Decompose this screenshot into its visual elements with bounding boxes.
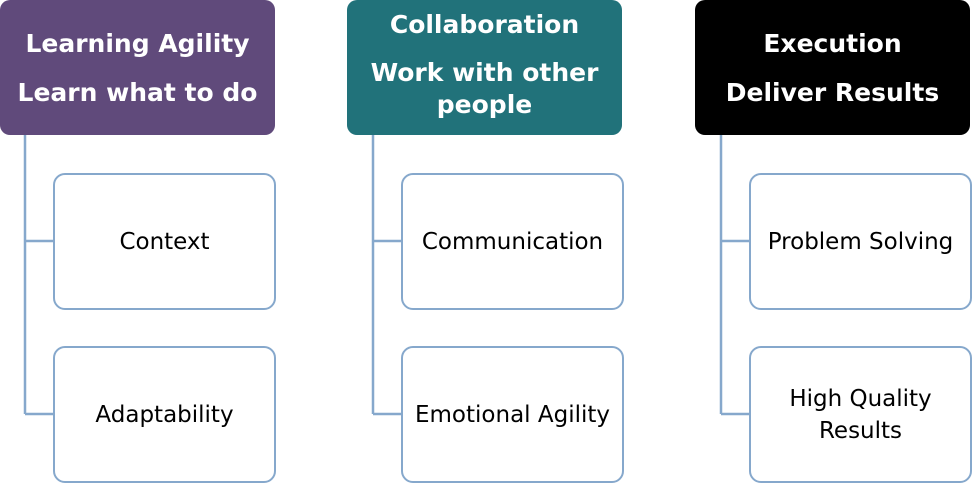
box-communication: Communication: [401, 173, 624, 310]
header-subtitle: Learn what to do: [17, 77, 258, 107]
box-label: High Quality Results: [789, 385, 932, 444]
header-title: Learning Agility: [25, 28, 250, 58]
box-label: Adaptability: [95, 401, 234, 428]
header-learning-agility: Learning Agility Learn what to do: [0, 0, 275, 135]
box-label: Communication: [421, 228, 604, 255]
box-problem-solving: Problem Solving: [749, 173, 972, 310]
box-high-quality-results: High Quality Results: [749, 346, 972, 483]
header-execution: Execution Deliver Results: [695, 0, 970, 135]
box-adaptability: Adaptability: [53, 346, 276, 483]
box-label: Context: [119, 228, 210, 255]
connector-column-3: [719, 135, 749, 416]
box-label: Emotional Agility: [415, 401, 610, 428]
header-collaboration: Collaboration Work with other people: [347, 0, 622, 135]
header-title: Collaboration: [389, 10, 580, 39]
header-title: Execution: [763, 28, 902, 58]
connector-column-2: [371, 135, 401, 416]
box-label: Problem Solving: [767, 228, 954, 255]
box-emotional-agility: Emotional Agility: [401, 346, 624, 483]
header-subtitle: Work with other people: [370, 58, 599, 119]
header-subtitle: Deliver Results: [725, 77, 940, 107]
box-context: Context: [53, 173, 276, 310]
connector-column-1: [23, 135, 53, 416]
